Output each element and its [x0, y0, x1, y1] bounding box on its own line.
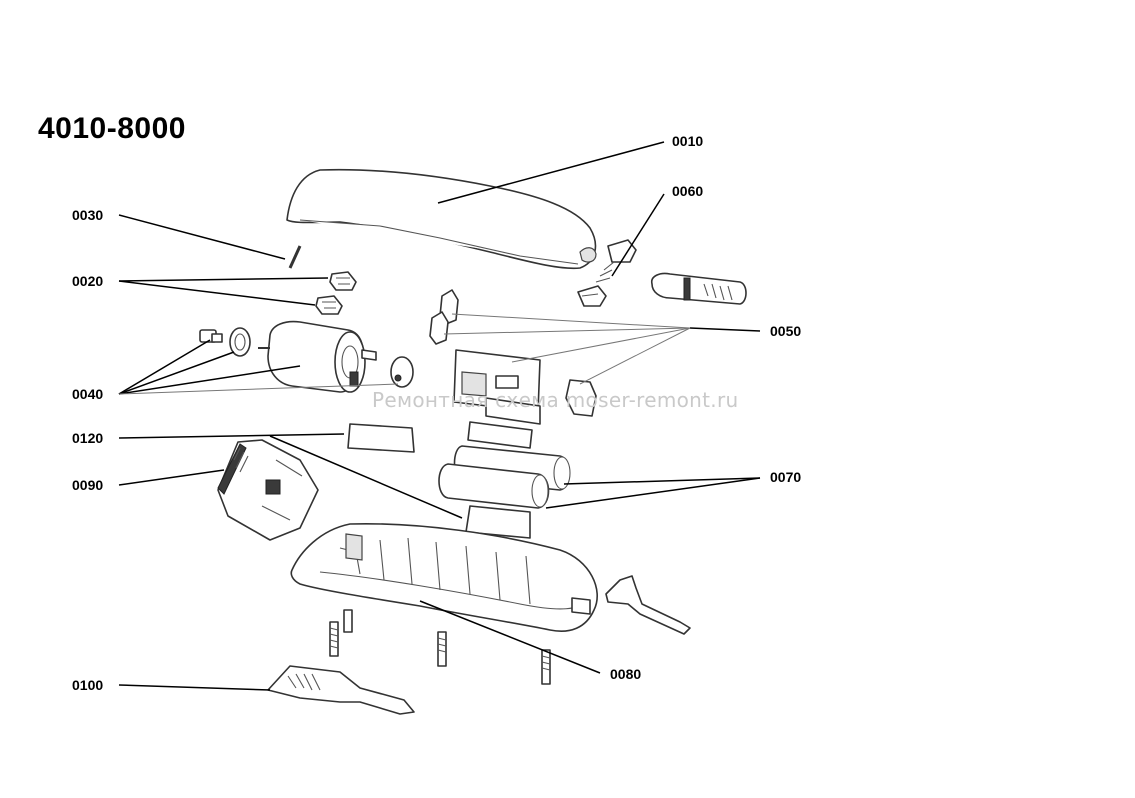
screw-parts: [329, 609, 551, 685]
callout-0050: 0050: [770, 323, 802, 339]
watermark-text: Ремонтная схема moser-remont.ru: [372, 388, 739, 412]
leader-lines: [118, 141, 761, 691]
callout-0070: 0070: [770, 469, 802, 485]
retaining-clip-part: [605, 575, 691, 635]
callout-0040: 0040: [72, 386, 104, 402]
callout-0090: 0090: [72, 477, 104, 493]
battery-spacer-parts: [467, 397, 541, 449]
callout-0080: 0080: [610, 666, 642, 682]
motor-assembly-part: [199, 320, 414, 393]
switch-contact-part: [577, 239, 637, 307]
diagram-title: 4010-8000: [38, 112, 186, 145]
callout-0010: 0010: [672, 133, 704, 149]
contact-terminals-part: [429, 289, 459, 345]
pin-part: [288, 245, 302, 269]
comb-attachment-part: [267, 665, 415, 715]
callout-0100: 0100: [72, 677, 104, 693]
charging-socket-part: [650, 272, 747, 305]
callout-0120: 0120: [72, 430, 104, 446]
upper-housing-part: [286, 168, 597, 270]
callout-0060: 0060: [672, 183, 704, 199]
spring-clip-parts: [315, 271, 357, 315]
insulating-pad-parts: [347, 423, 531, 539]
callout-0020: 0020: [72, 273, 104, 289]
lower-housing-part: [290, 522, 598, 632]
callout-0030: 0030: [72, 207, 104, 223]
battery-cells-part: [438, 445, 571, 509]
circuit-board-part: [453, 349, 597, 417]
blade-head-part: [217, 439, 319, 541]
